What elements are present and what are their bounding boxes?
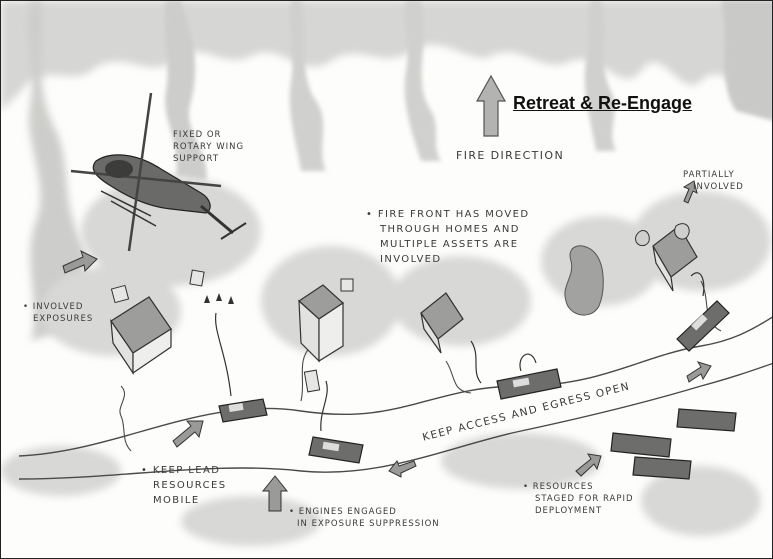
- flame-marks: [204, 293, 234, 304]
- air-support-label: Fixed or Rotary Wing Support: [173, 129, 244, 165]
- engine-lead: [219, 399, 267, 422]
- fire-direction-arrow: [477, 76, 505, 136]
- involved-exposures-label: • Involved Exposures: [23, 301, 93, 325]
- resources-staged-label: • Resources Staged for Rapid Deployment: [523, 481, 634, 517]
- engine-3: [497, 369, 561, 399]
- fire-direction-label: Fire Direction: [456, 148, 564, 163]
- fire-front-label: • Fire Front has Moved Through Homes and…: [366, 207, 529, 267]
- engine-2: [309, 437, 363, 463]
- partially-involved-label: Partially Involved: [683, 169, 744, 193]
- lead-resources-label: • Keep Lead Resources Mobile: [141, 463, 227, 508]
- page-title: Retreat & Re-Engage: [513, 93, 692, 114]
- engines-engaged-label: • Engines Engaged in Exposure Suppressio…: [289, 506, 440, 530]
- pond: [565, 246, 603, 315]
- engine-4: [677, 301, 729, 351]
